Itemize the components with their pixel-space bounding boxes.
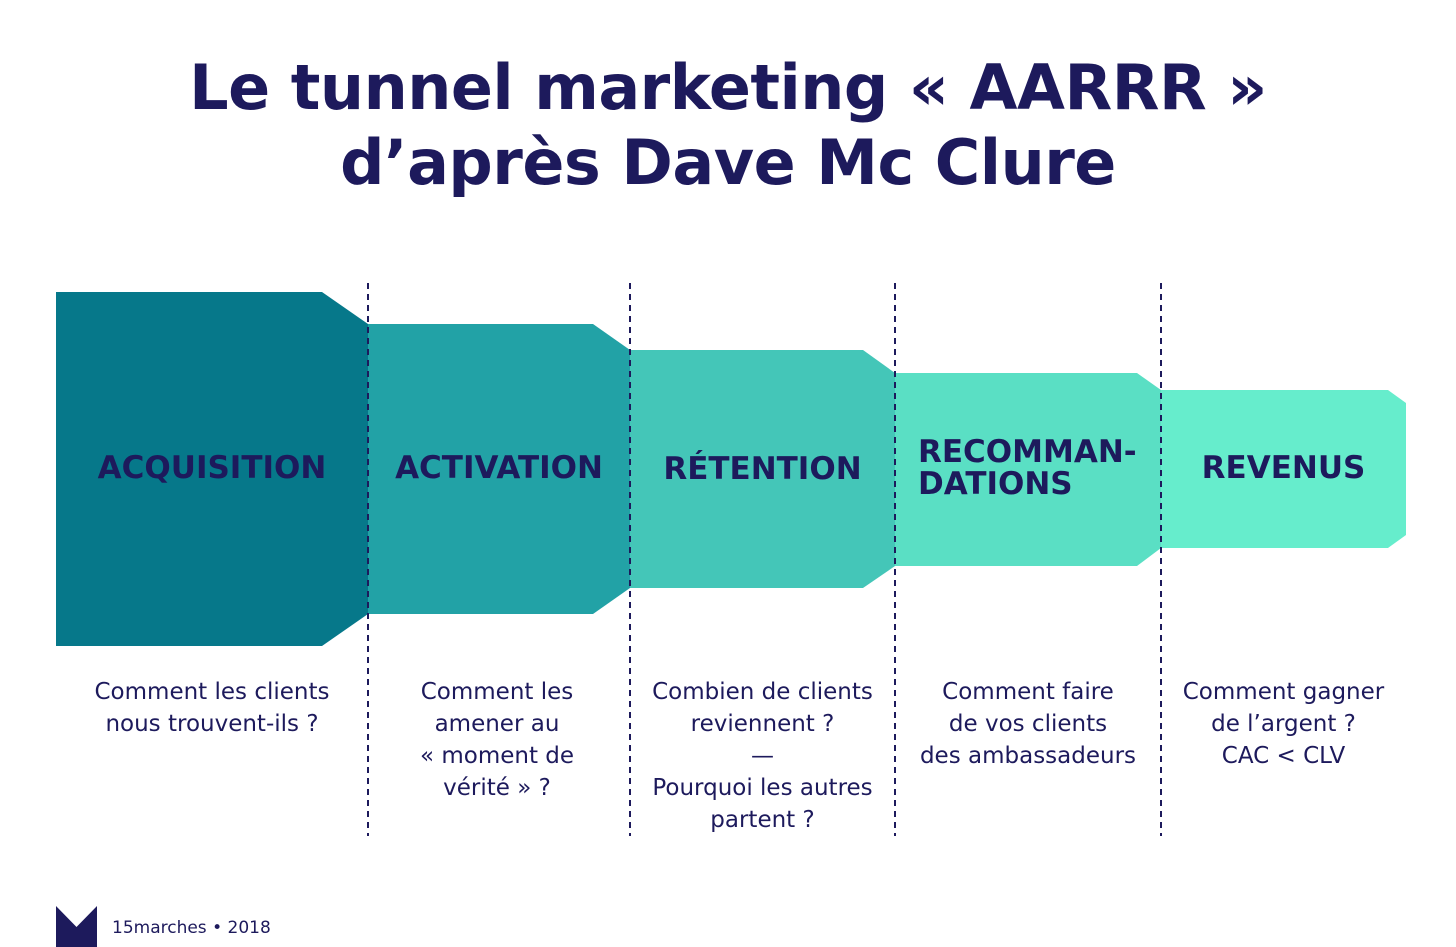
- stage-activation-shape: [368, 324, 630, 614]
- description-line: CAC < CLV: [1221, 743, 1346, 769]
- description-line: de l’argent ?: [1211, 711, 1356, 737]
- stage-revenus-shape: [1161, 390, 1406, 548]
- stage-recommandations-label: RECOMMAN- DATIONS: [918, 436, 1161, 500]
- description-line: Pourquoi les autres: [652, 775, 873, 801]
- stage-activation-label: ACTIVATION: [395, 450, 603, 486]
- description-line: reviennent ?: [690, 711, 835, 737]
- footer-credit: 15marches • 2018: [112, 918, 271, 938]
- description-line: nous trouvent-ils ?: [105, 711, 319, 737]
- stage-acquisition-shape: [56, 292, 368, 646]
- description-line: « moment de: [419, 743, 575, 769]
- description-line: de vos clients: [948, 711, 1108, 737]
- description-separator: —: [751, 743, 774, 769]
- description-line: Comment faire: [942, 679, 1114, 705]
- stage-revenus-description: Comment gagner de l’argent ? CAC < CLV: [1161, 676, 1406, 772]
- description-line: Combien de clients: [652, 679, 873, 705]
- stage-acquisition-description: Comment les clients nous trouvent-ils ?: [56, 676, 368, 740]
- description-line: Comment les: [420, 679, 574, 705]
- stage-activation-description: Comment les amener au « moment de vérité…: [368, 676, 626, 804]
- description-line: Comment les clients: [94, 679, 330, 705]
- stage-acquisition-label: ACQUISITION: [97, 450, 327, 486]
- stage-retention-description: Combien de clients reviennent ? — Pourqu…: [630, 676, 895, 836]
- stage-revenus-label: REVENUS: [1201, 450, 1366, 486]
- stage-recommandations-label-line-2: DATIONS: [918, 466, 1073, 502]
- description-line: Comment gagner: [1182, 679, 1385, 705]
- stage-recommandations-label-line-1: RECOMMAN-: [918, 434, 1137, 470]
- stage-retention-shape: [630, 350, 895, 588]
- description-line: partent ?: [710, 807, 815, 833]
- stage-recommandations-shape: [895, 373, 1161, 566]
- 15marches-m-logo-icon: [56, 906, 97, 947]
- stage-retention-label: RÉTENTION: [663, 451, 862, 487]
- title-line-1: Le tunnel marketing « AARRR »: [189, 51, 1267, 124]
- description-line: vérité » ?: [443, 775, 551, 801]
- description-line: amener au: [434, 711, 560, 737]
- title-line-2: d’après Dave Mc Clure: [340, 126, 1116, 199]
- stage-recommandations-description: Comment faire de vos clients des ambassa…: [895, 676, 1161, 772]
- description-line: des ambassadeurs: [919, 743, 1137, 769]
- diagram-title: Le tunnel marketing « AARRR » d’après Da…: [0, 50, 1456, 200]
